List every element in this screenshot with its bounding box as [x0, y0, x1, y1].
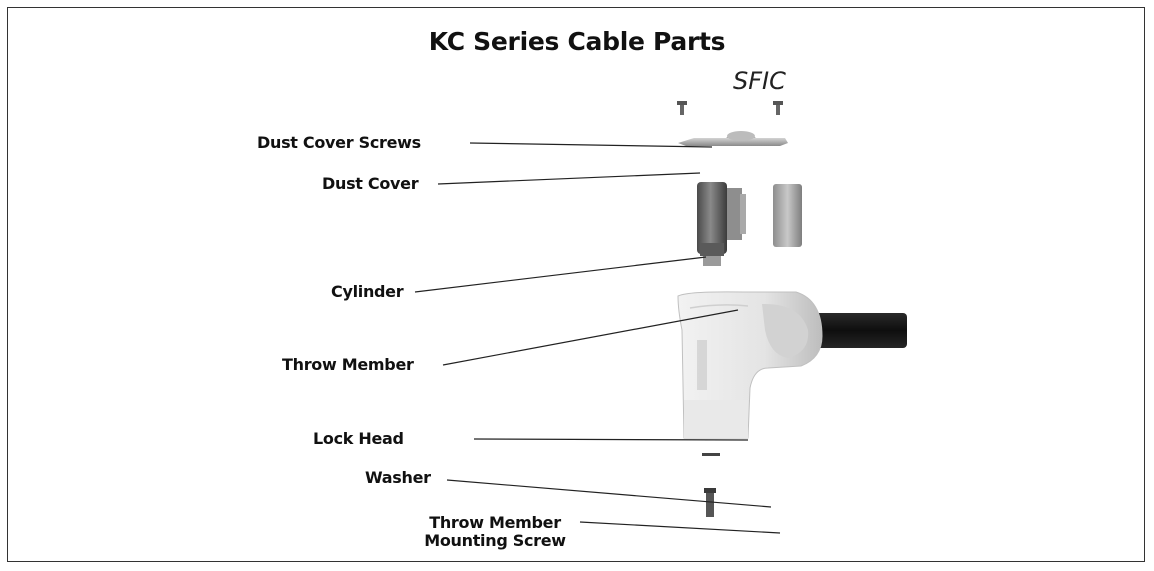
- diagram-title: KC Series Cable Parts: [428, 27, 726, 56]
- diagram-frame: [7, 7, 1145, 562]
- leader-dust-cover-screws: [469, 142, 713, 148]
- dust-cover-screw-left: [677, 101, 687, 115]
- label-throw-member-mounting-screw: Throw Member Mounting Screw: [415, 514, 575, 550]
- leader-lines: [414, 142, 781, 534]
- label-mounting-screw-line2: Mounting Screw: [424, 531, 566, 550]
- sfic-label: SFIC: [733, 67, 786, 95]
- label-throw-member: Throw Member: [282, 355, 414, 374]
- label-lock-head: Lock Head: [313, 429, 404, 448]
- leader-washer: [446, 479, 772, 508]
- cylinder: [697, 182, 746, 266]
- label-cylinder: Cylinder: [331, 282, 404, 301]
- dust-cover-screw-right: [773, 101, 783, 115]
- leader-cylinder: [414, 256, 707, 293]
- leader-lock-head: [473, 438, 749, 441]
- leader-mounting-screw: [579, 521, 781, 534]
- label-washer: Washer: [365, 468, 431, 487]
- label-mounting-screw-line1: Throw Member: [429, 513, 561, 532]
- sfic-core: [773, 184, 802, 247]
- washer: [702, 453, 720, 456]
- throw-member-body: [677, 291, 907, 439]
- dust-cover: [678, 131, 788, 146]
- leader-throw-member: [442, 309, 739, 366]
- label-dust-cover: Dust Cover: [322, 174, 419, 193]
- leader-dust-cover: [437, 172, 701, 185]
- throw-member-mounting-screw: [704, 488, 716, 517]
- label-dust-cover-screws: Dust Cover Screws: [257, 133, 421, 152]
